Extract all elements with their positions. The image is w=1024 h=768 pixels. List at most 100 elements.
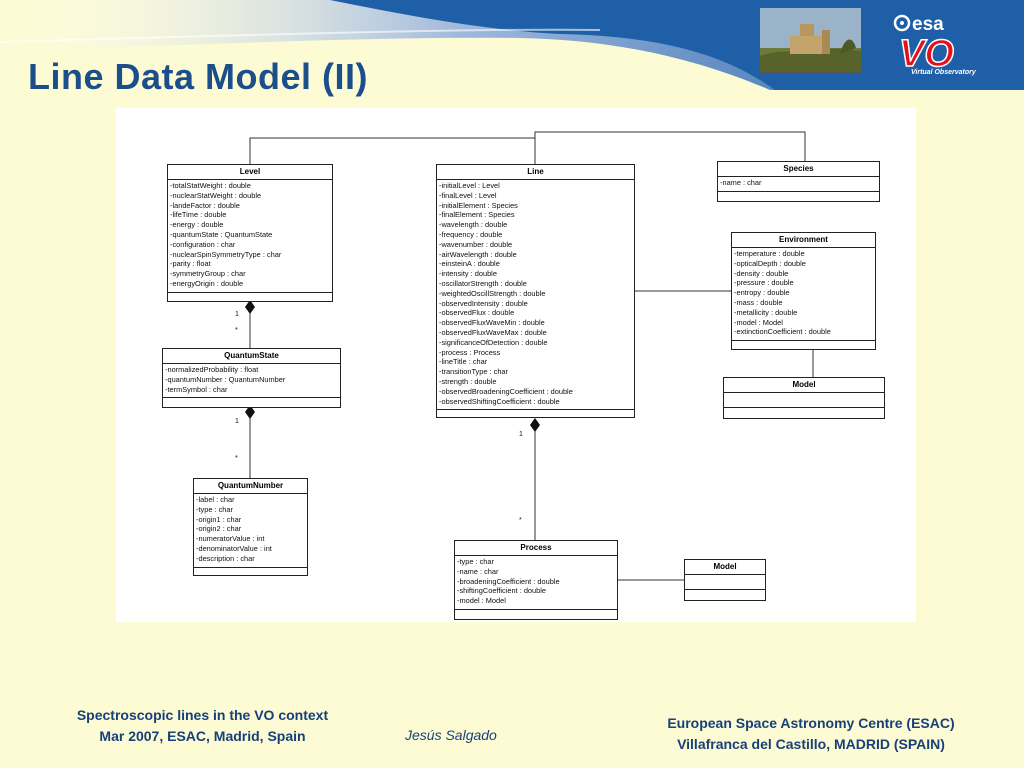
class-attribute: -metallicity : double: [734, 307, 798, 317]
esa-wordmark: esa: [912, 14, 944, 35]
attribute-list: [724, 393, 884, 408]
association-line: [534, 131, 806, 164]
operations-compartment: [194, 568, 307, 577]
multiplicity-label: 1: [519, 431, 523, 438]
composition-diamond: [530, 418, 540, 432]
class-attribute: -origin1 : char: [196, 514, 242, 524]
multiplicity-label: 1: [235, 418, 239, 425]
class-environment: Environment -temperature : double-optica…: [731, 232, 876, 350]
class-name: Model: [724, 378, 884, 393]
class-attribute: -observedBroadeningCoefficient : double: [439, 386, 573, 396]
class-attribute: -termSymbol : char: [165, 384, 228, 394]
class-level: Level -totalStatWeight : double-nuclearS…: [167, 164, 333, 302]
class-attribute: -lineTitle : char: [439, 357, 488, 367]
class-model: Model: [684, 559, 766, 601]
class-species: Species -name : char: [717, 161, 880, 202]
class-attribute: -model : Model: [734, 317, 783, 327]
class-process: Process -type : char-name : char-broaden…: [454, 540, 618, 620]
footer-right: European Space Astronomy Centre (ESAC) V…: [620, 713, 1002, 755]
class-model: Model: [723, 377, 885, 419]
class-attribute: -transitionType : char: [439, 367, 509, 377]
class-attribute: -finalElement : Species: [439, 210, 515, 220]
attribute-list: -initialLevel : Level-finalLevel : Level…: [437, 180, 634, 411]
vo-wordmark: VO: [899, 33, 954, 75]
class-attribute: -shiftingCoefficient : double: [457, 586, 547, 596]
multiplicity-label: *: [235, 455, 238, 462]
class-attribute: -initialElement : Species: [439, 200, 518, 210]
class-attribute: -model : Model: [457, 596, 506, 606]
class-name: Model: [685, 560, 765, 575]
attribute-list: -totalStatWeight : double-nuclearStatWei…: [168, 180, 332, 293]
class-attribute: -totalStatWeight : double: [170, 181, 251, 190]
class-attribute: -configuration : char: [170, 239, 236, 249]
operations-compartment: [724, 408, 884, 417]
class-attribute: -strength : double: [439, 376, 497, 386]
class-attribute: -wavelength : double: [439, 220, 508, 230]
operations-compartment: [685, 590, 765, 599]
class-attribute: -energy : double: [170, 220, 224, 230]
vo-tagline: Virtual Observatory: [911, 69, 977, 76]
class-attribute: -name : char: [457, 566, 499, 576]
attribute-list: -label : char-type : char-origin1 : char…: [194, 494, 307, 568]
footer-date-place: Mar 2007, ESAC, Madrid, Spain: [99, 728, 306, 744]
class-attribute: -observedIntensity : double: [439, 298, 528, 308]
class-attribute: -temperature : double: [734, 249, 805, 258]
composition-diamond: [245, 405, 255, 419]
class-attribute: -initialLevel : Level: [439, 181, 500, 190]
class-attribute: -denominatorValue : int: [196, 543, 272, 553]
class-attribute: -entropy : double: [734, 288, 790, 298]
uml-diagram: 1 * 1 * 1 * Level -totalStatWeight : dou…: [116, 108, 916, 622]
class-attribute: -landeFactor : double: [170, 200, 240, 210]
class-attribute: -numeratorValue : int: [196, 534, 265, 544]
attribute-list: -normalizedProbability : float-quantumNu…: [163, 364, 340, 399]
class-attribute: -lifeTime : double: [170, 210, 227, 220]
class-attribute: -significanceOfDetection : double: [439, 337, 548, 347]
class-line: Line -initialLevel : Level-finalLevel : …: [436, 164, 635, 418]
class-attribute: -observedFlux : double: [439, 308, 515, 318]
class-attribute: -finalLevel : Level: [439, 190, 497, 200]
footer-talk-title: Spectroscopic lines in the VO context: [76, 707, 329, 723]
class-attribute: -type : char: [457, 557, 494, 566]
attribute-list: -name : char: [718, 177, 879, 192]
attribute-list: -temperature : double-opticalDepth : dou…: [732, 248, 875, 342]
class-attribute: -process : Process: [439, 347, 501, 357]
operations-compartment: [163, 398, 340, 407]
class-attribute: -opticalDepth : double: [734, 258, 806, 268]
class-attribute: -quantumNumber : QuantumNumber: [165, 374, 286, 384]
class-name: Environment: [732, 233, 875, 248]
class-attribute: -symmetryGroup : char: [170, 269, 246, 279]
class-attribute: -intensity : double: [439, 269, 497, 279]
operations-compartment: [455, 610, 617, 619]
class-attribute: -pressure : double: [734, 278, 794, 288]
composition-diamond: [245, 300, 255, 314]
operations-compartment: [732, 341, 875, 350]
class-attribute: -density : double: [734, 268, 789, 278]
operations-compartment: [718, 192, 879, 201]
class-name: Level: [168, 165, 332, 180]
slide-title: Line Data Model (II): [28, 56, 369, 97]
class-quantum-number: QuantumNumber -label : char-type : char-…: [193, 478, 308, 576]
class-name: Process: [455, 541, 617, 556]
class-name: Species: [718, 162, 879, 177]
uml-connectors: [245, 131, 814, 581]
class-attribute: -energyOrigin : double: [170, 278, 244, 288]
footer-author: Jesús Salgado: [405, 727, 497, 743]
class-attribute: -parity : float: [170, 259, 211, 269]
class-name: QuantumState: [163, 349, 340, 364]
class-attribute: -name : char: [720, 178, 762, 187]
class-attribute: -observedShiftingCoefficient : double: [439, 396, 560, 406]
attribute-list: [685, 575, 765, 590]
class-attribute: -weightedOscillStrength : double: [439, 288, 546, 298]
class-attribute: -frequency : double: [439, 229, 503, 239]
class-name: QuantumNumber: [194, 479, 307, 494]
class-attribute: -einsteinA : double: [439, 259, 500, 269]
class-attribute: -normalizedProbability : float: [165, 365, 259, 374]
association-line: [249, 137, 535, 164]
class-quantum-state: QuantumState -normalizedProbability : fl…: [162, 348, 341, 408]
operations-compartment: [168, 293, 332, 302]
footer-address: Villafranca del Castillo, MADRID (SPAIN): [677, 736, 945, 752]
class-attribute: -nuclearStatWeight : double: [170, 190, 262, 200]
class-attribute: -observedFluxWaveMin : double: [439, 318, 545, 328]
multiplicity-label: *: [235, 327, 238, 334]
class-attribute: -nuclearSpinSymmetryType : char: [170, 249, 282, 259]
